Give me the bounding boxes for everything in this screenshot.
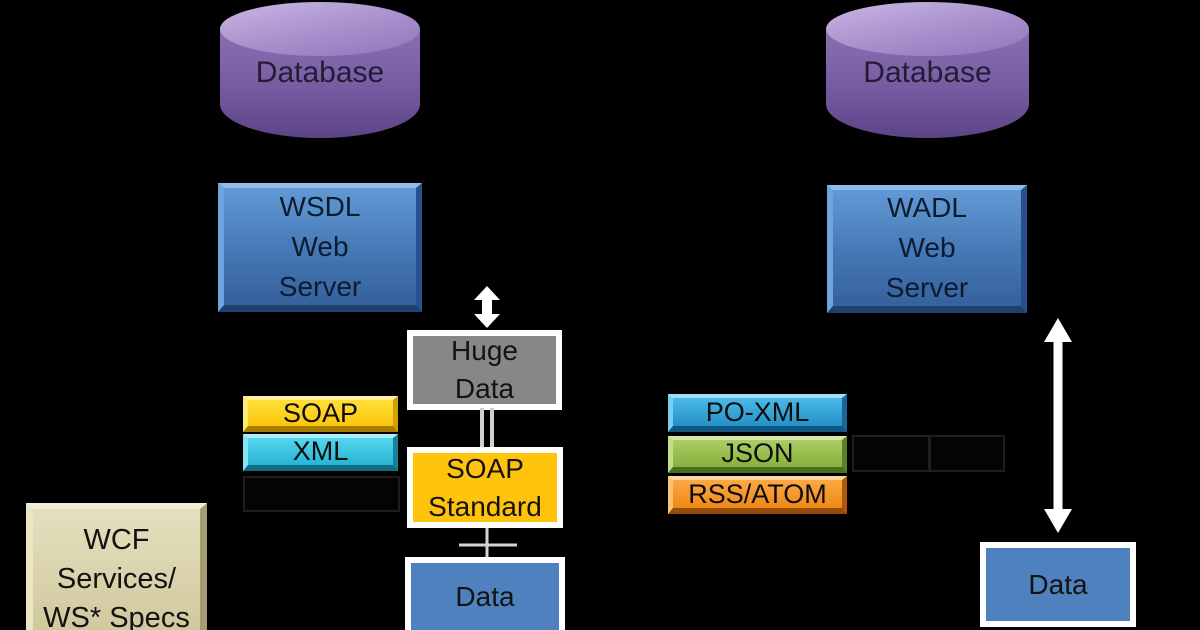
parallel-connector-line bbox=[490, 408, 494, 456]
wcf-specs-box: WCF Services/ WS* Specs bbox=[26, 503, 207, 630]
soap-standard-box: SOAP Standard bbox=[407, 447, 563, 528]
wcf-specs-label: WCF Services/ WS* Specs bbox=[43, 524, 190, 630]
cylinder-top bbox=[826, 2, 1029, 56]
huge-data-label: Huge Data bbox=[451, 335, 518, 404]
empty-slot-right-1 bbox=[852, 435, 930, 472]
wsdl-server-label: WSDL Web Server bbox=[278, 190, 362, 302]
right-data-label: Data bbox=[1028, 568, 1088, 600]
huge-data-box: Huge Data bbox=[407, 330, 562, 410]
rss-atom-chip-label: RSS/ATOM bbox=[688, 478, 827, 509]
left-database-label: Database bbox=[255, 56, 385, 89]
right-data-box: Data bbox=[980, 542, 1136, 627]
left-database-cylinder: Database bbox=[220, 2, 420, 138]
empty-slot-right-2 bbox=[929, 435, 1005, 472]
json-chip-label: JSON bbox=[721, 438, 794, 468]
soap-chip: SOAP bbox=[243, 396, 398, 432]
soap-chip-label: SOAP bbox=[282, 397, 359, 428]
wsdl-server-box: WSDL Web Server bbox=[218, 183, 422, 312]
xml-chip: XML bbox=[243, 434, 398, 471]
middle-data-box: Data bbox=[405, 557, 565, 630]
json-chip: JSON bbox=[668, 436, 847, 473]
up-down-arrow-icon bbox=[474, 286, 500, 328]
middle-data-label: Data bbox=[455, 581, 515, 612]
tall-up-down-arrow-icon bbox=[1044, 318, 1072, 533]
xml-chip-label: XML bbox=[292, 436, 349, 466]
right-database-label: Database bbox=[863, 56, 992, 89]
cylinder-top bbox=[220, 2, 420, 56]
soap-standard-label: SOAP Standard bbox=[428, 452, 542, 522]
wadl-server-box: WADL Web Server bbox=[827, 185, 1027, 313]
right-database-cylinder: Database bbox=[826, 2, 1029, 138]
empty-slot-left bbox=[243, 476, 400, 512]
parallel-connector-line bbox=[480, 408, 484, 456]
rss-atom-chip: RSS/ATOM bbox=[668, 476, 847, 514]
po-xml-chip-label: PO-XML bbox=[705, 396, 810, 427]
wadl-server-label: WADL Web Server bbox=[885, 192, 969, 303]
po-xml-chip: PO-XML bbox=[668, 394, 847, 432]
